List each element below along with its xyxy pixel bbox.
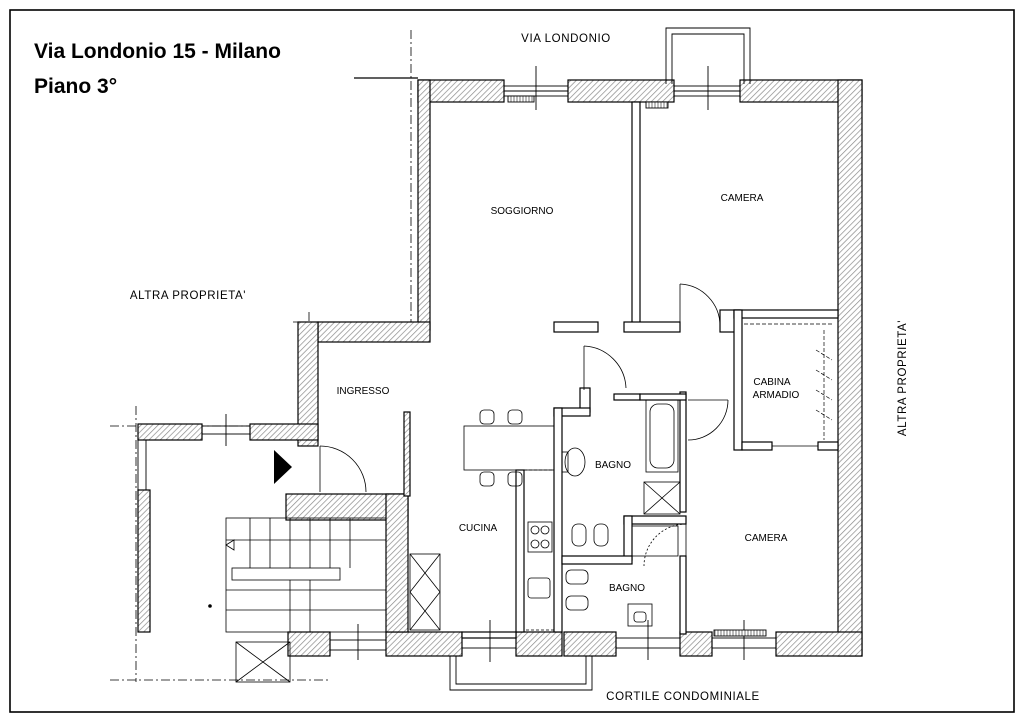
sheet-frame [9, 9, 1015, 713]
stair-marker-dot [208, 604, 212, 608]
room-label-camera-south: CAMERA [745, 533, 788, 544]
interior-walls [461, 101, 839, 639]
north-windows [503, 27, 751, 110]
plan-address-title: Via Londonio 15 - Milano [34, 40, 281, 63]
kitchen-fittings [409, 409, 555, 631]
room-label-bagno-second: BAGNO [609, 583, 645, 594]
room-label-cucina: CUCINA [459, 523, 498, 534]
other-property-label-west: ALTRA PROPRIETA' [130, 290, 246, 302]
plan-floor-title: Piano 3° [34, 75, 118, 98]
property-boundaries [110, 30, 412, 682]
room-label-armadio: ARMADIO [753, 390, 800, 401]
room-label-ingresso: INGRESSO [337, 386, 390, 397]
room-label-soggiorno: SOGGIORNO [491, 206, 554, 217]
bathroom-fittings [561, 399, 681, 627]
stairwell [225, 517, 387, 683]
courtyard-label-south: CORTILE CONDOMINIALE [606, 691, 760, 703]
entrance-arrow-icon [274, 450, 292, 484]
room-label-camera-north: CAMERA [721, 193, 764, 204]
south-windows [137, 414, 777, 691]
doors [319, 283, 818, 567]
perimeter-walls [137, 79, 863, 657]
room-label-cabina: CABINA [753, 377, 791, 388]
room-label-bagno-main: BAGNO [595, 460, 631, 471]
wardrobe-rails [744, 323, 834, 440]
other-property-label-east: ALTRA PROPRIETA' [897, 320, 909, 436]
street-label-north: VIA LONDONIO [521, 33, 611, 45]
